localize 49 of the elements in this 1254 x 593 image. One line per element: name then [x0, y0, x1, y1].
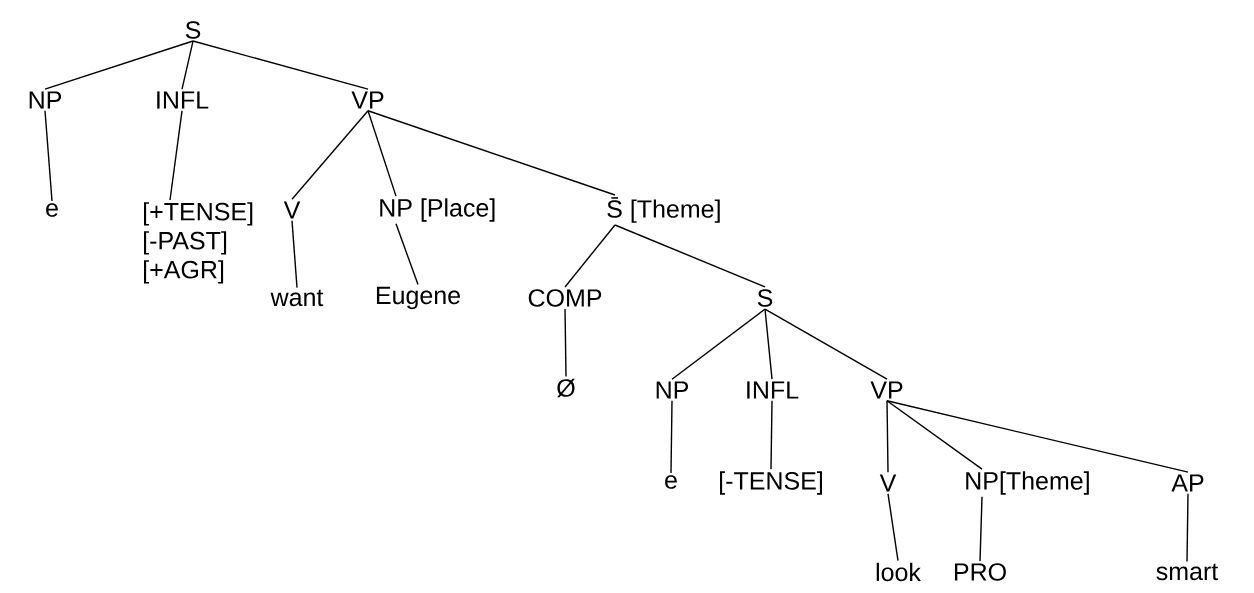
tree-branch	[395, 223, 419, 286]
tree-label: e	[665, 475, 677, 489]
tree-label: INFL	[157, 91, 209, 109]
tree-branch	[169, 110, 183, 201]
tree-branch	[181, 40, 194, 90]
tree-label: VP	[870, 381, 903, 399]
tree-branch	[614, 224, 766, 288]
tree-branch	[564, 308, 567, 378]
tree-label: smart	[1156, 563, 1219, 581]
tree-branch	[764, 308, 773, 380]
tree-label: NP [Place]	[380, 198, 495, 222]
tree-label: V	[879, 474, 897, 492]
tree-branch	[979, 496, 983, 562]
tree-branch	[886, 400, 1189, 473]
tree-branch	[671, 308, 766, 380]
tree-label: Eugene	[376, 286, 460, 310]
tree-branch	[1186, 493, 1189, 563]
tree-branch	[764, 308, 888, 380]
tree-label: Ø	[557, 378, 575, 398]
tree-label: want	[270, 289, 324, 307]
feature-list: [+TENSE] [-PAST] [+AGR]	[144, 202, 253, 284]
tree-branch	[291, 220, 298, 289]
tree-branch	[886, 400, 983, 470]
tree-branch	[887, 493, 899, 562]
tree-label: NP	[656, 381, 689, 399]
tree-label: NP	[29, 91, 62, 109]
tree-branch	[564, 224, 616, 288]
tree-branch	[291, 110, 369, 200]
tree-branch	[670, 400, 673, 474]
tree-label: S	[185, 21, 201, 39]
tree-branch	[367, 110, 616, 196]
tree-label: AP	[1171, 474, 1204, 492]
tree-label: COMP	[528, 289, 602, 307]
tree-label: INFL	[747, 381, 799, 399]
tree-branch	[44, 110, 53, 202]
tree-label: S	[757, 289, 773, 307]
tree-label: V	[283, 201, 301, 219]
tree-branch	[44, 40, 194, 90]
tree-branch	[770, 400, 773, 470]
tree-label: look	[876, 562, 921, 582]
tree-label: e	[46, 203, 58, 217]
tree-label: NP[Theme]	[966, 471, 1089, 495]
tree-label: [-TENSE]	[720, 471, 822, 495]
tree-label: PRO	[954, 563, 1006, 581]
tree-label: VP	[351, 91, 384, 109]
tree-branch	[192, 40, 369, 90]
tree-label: S̄ [Theme]	[607, 197, 720, 223]
tree-branch	[367, 110, 397, 197]
tree-branch	[886, 400, 889, 473]
